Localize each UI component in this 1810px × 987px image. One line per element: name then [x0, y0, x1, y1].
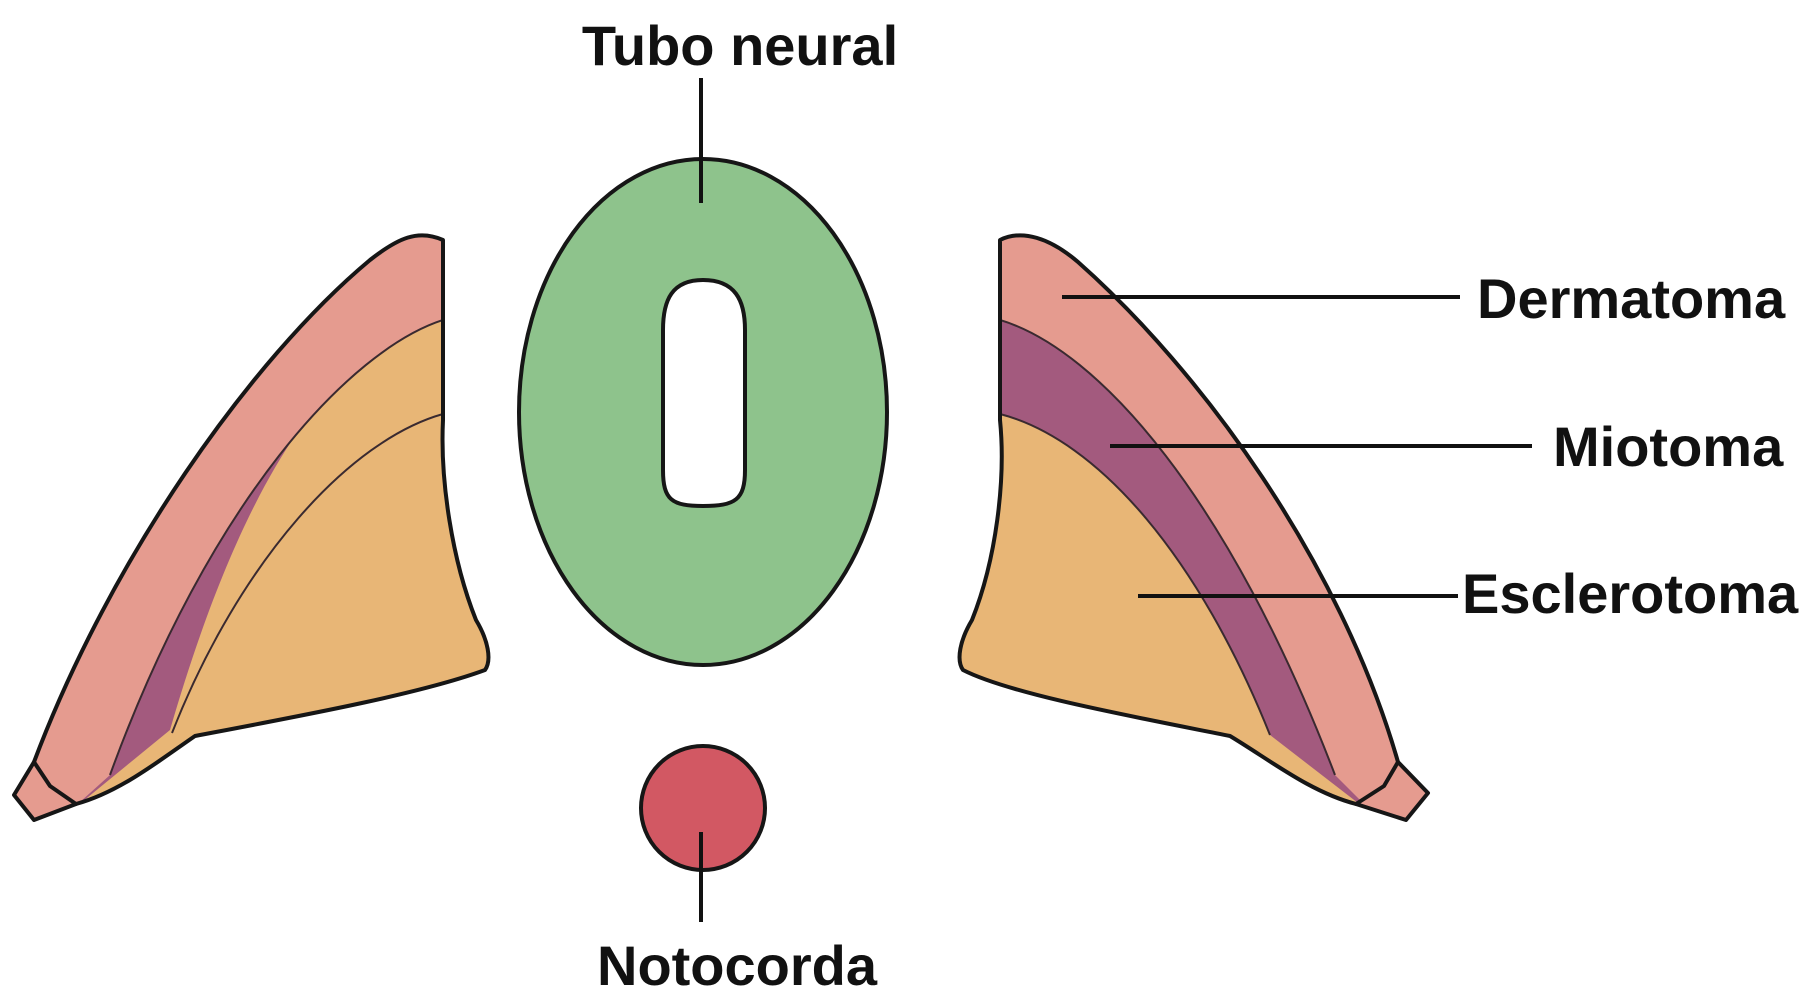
right-somite [940, 190, 1460, 850]
neural-tube-lumen [663, 280, 745, 506]
label-dermatome: Dermatoma [1477, 267, 1786, 330]
label-neural-tube: Tubo neural [582, 14, 898, 77]
label-notochord: Notocorda [597, 934, 878, 987]
neural-tube [519, 159, 887, 665]
label-sclerotome: Esclerotoma [1462, 562, 1799, 625]
left-somite [0, 190, 520, 850]
label-myotome: Miotoma [1553, 415, 1784, 478]
